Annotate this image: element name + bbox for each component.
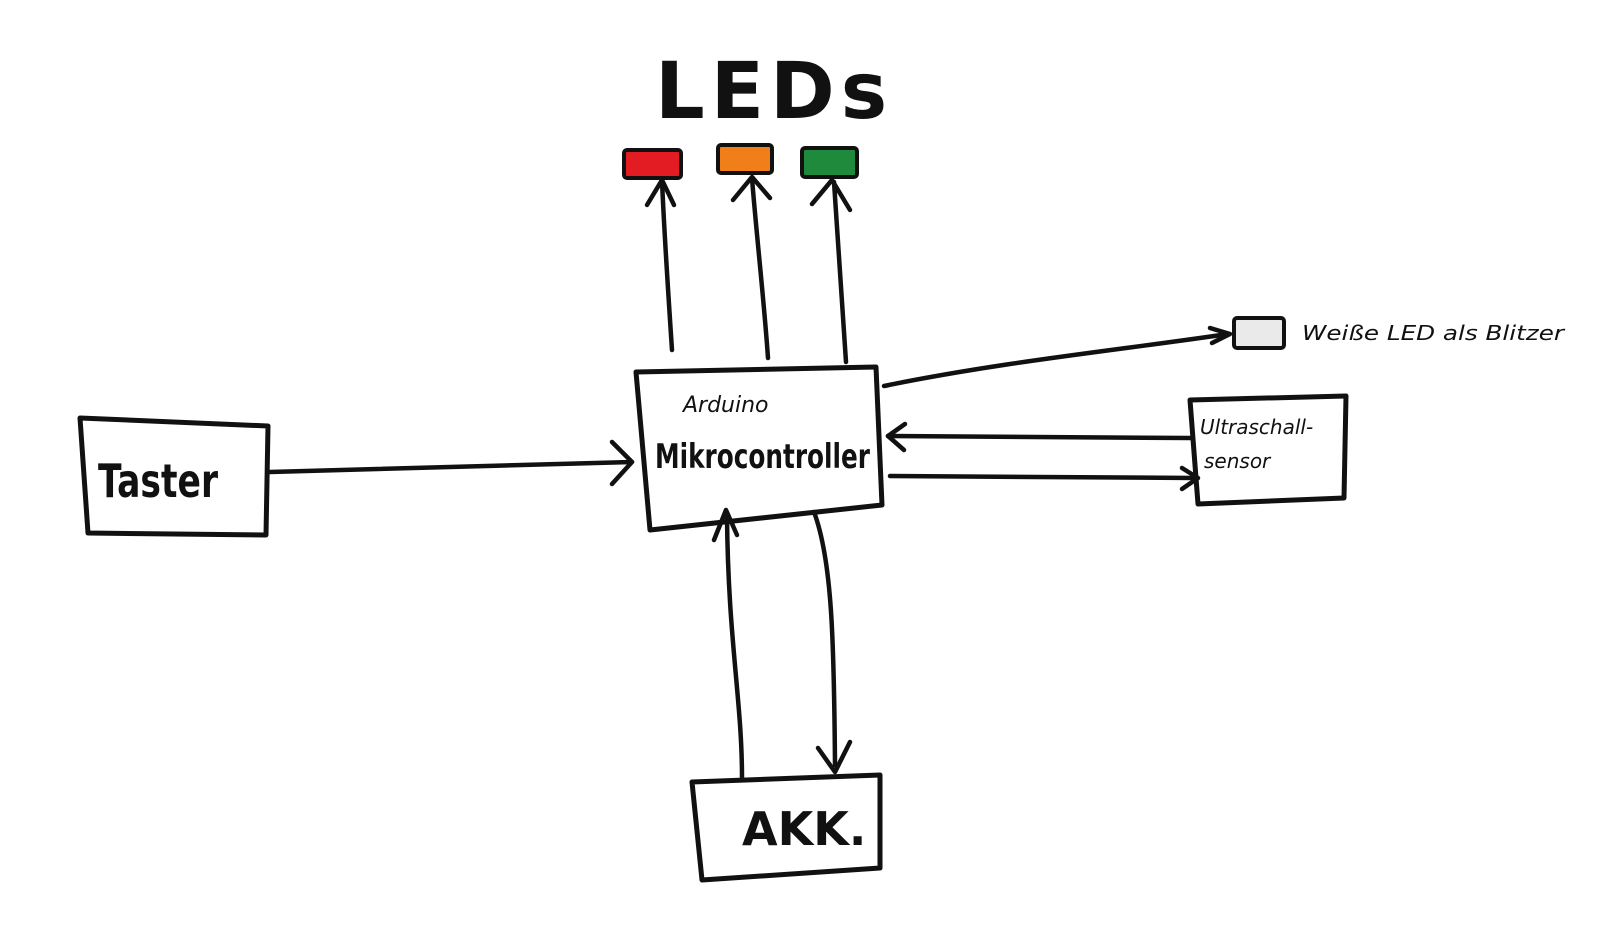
wire-to-red-led: [659, 177, 675, 353]
ultrasonic-label-line2: sensor: [1204, 449, 1272, 473]
wire-akku-to-controller: [724, 512, 745, 781]
arduino-label: Arduino: [681, 393, 769, 418]
akku-label: AKK.: [742, 802, 866, 856]
arrowhead-to-ultrasonic: [1179, 465, 1201, 492]
wire-to-orange-led: [749, 175, 771, 361]
arrowhead-to-controller: [885, 421, 908, 453]
wire-to-green-led: [831, 179, 849, 365]
orange-led: [716, 143, 774, 175]
wire-taster-to-controller: [267, 459, 635, 475]
arrowhead-akku-down: [815, 739, 853, 775]
arrowhead-taster: [609, 439, 635, 487]
ultrasonic-box: [1187, 393, 1349, 507]
leds-title: LEDs: [655, 47, 893, 137]
taster-box: [77, 415, 271, 538]
arrowhead-white-led: [1207, 325, 1233, 346]
taster-label: Taster: [98, 454, 218, 508]
wire-controller-to-ultrasonic: [887, 473, 1199, 481]
ultrasonic-label-line1: Ultraschall-: [1200, 415, 1313, 439]
red-led: [622, 148, 683, 180]
microcontroller-label: Mikrocontroller: [655, 437, 870, 477]
akku-box: [689, 772, 883, 883]
white-led-label: Weiße LED als Blitzer: [1302, 321, 1566, 345]
arrowhead-akku-up: [711, 507, 740, 543]
white-led: [1232, 316, 1286, 350]
arrowhead-red-led: [644, 177, 677, 208]
arrowhead-green-led: [809, 177, 853, 213]
wire-ultrasonic-to-controller: [885, 433, 1193, 441]
microcontroller-box: [633, 364, 885, 533]
wire-controller-to-akku: [811, 509, 838, 768]
arrowhead-orange-led: [730, 174, 773, 203]
wire-to-white-led: [881, 331, 1231, 389]
green-led: [800, 146, 859, 179]
